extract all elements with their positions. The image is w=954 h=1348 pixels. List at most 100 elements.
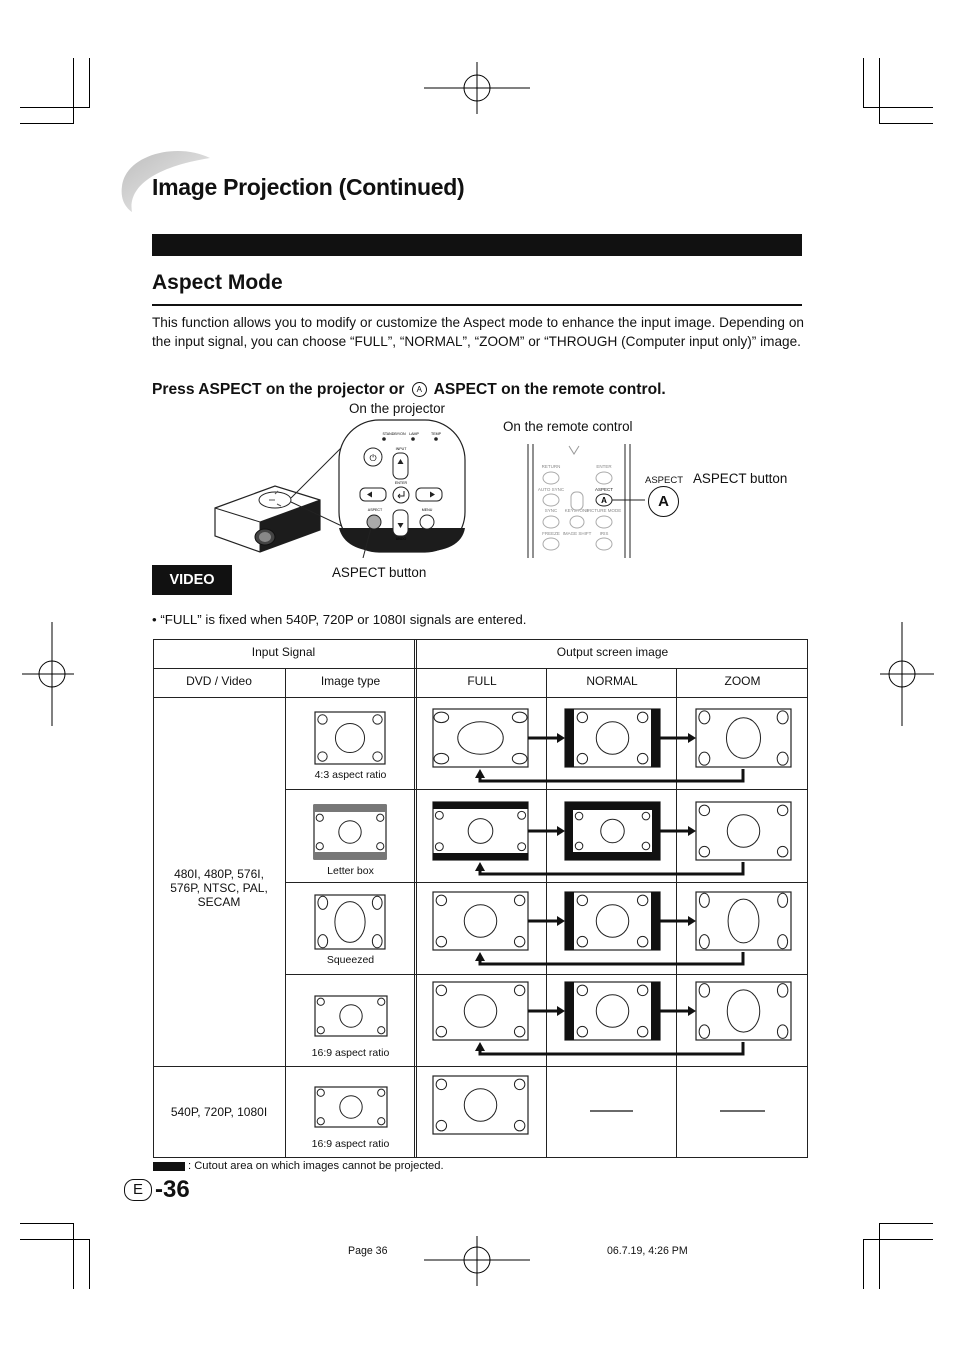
heading-rule — [152, 304, 802, 306]
type-caption: 16:9 aspect ratio — [311, 1047, 390, 1059]
corner-circle — [315, 842, 324, 851]
lamp-label: LAMP — [409, 432, 419, 436]
screen-frame — [432, 891, 529, 951]
aspect-diagrams — [313, 708, 792, 1135]
corner-circle — [513, 984, 526, 997]
corner-circle — [435, 1025, 448, 1038]
corner-circle — [317, 934, 329, 949]
screen-frame — [564, 891, 661, 951]
arrow-head — [557, 916, 565, 926]
table-grid — [153, 639, 808, 1158]
test-circle — [334, 722, 366, 754]
remote-imageshift-label: IMAGE SHIFT — [563, 531, 592, 536]
cutout-bar — [565, 709, 574, 767]
screen-frame — [695, 708, 792, 768]
corner-circle — [777, 892, 789, 908]
screen-frame — [695, 981, 792, 1041]
test-circle — [334, 901, 366, 943]
corner-circle — [435, 935, 448, 948]
cutout-bar — [652, 802, 660, 860]
corner-circle — [776, 845, 789, 858]
corner-circle — [576, 1025, 589, 1038]
corner-circle — [641, 811, 651, 821]
type-caption: Squeezed — [326, 954, 375, 966]
corner-circle — [433, 711, 450, 724]
corner-circle — [576, 711, 589, 724]
signal-group-hd: 540P, 720P, 1080I — [170, 1105, 268, 1119]
undo-label: UNDO — [396, 537, 407, 541]
legend: : Cutout area on which images cannot be … — [153, 1160, 444, 1172]
crop-mark — [863, 107, 933, 108]
remote-aspect-caption: ASPECT — [645, 475, 684, 486]
corner-circle — [636, 894, 649, 907]
corner-circle — [376, 842, 385, 851]
corner-circle — [636, 711, 649, 724]
remote-autosync-label: AUTO SYNC — [538, 487, 565, 492]
registration-mark-right — [880, 622, 934, 726]
cutout-bar — [314, 805, 386, 812]
corner-circle — [698, 1024, 711, 1039]
type-caption: Letter box — [327, 865, 374, 877]
on-projector-label: On the projector — [349, 401, 446, 416]
projector-illustration: ⏻ STANDBY/ON LAMP TEMP INPUT ENTER UNDO … — [214, 419, 466, 558]
crop-mark — [20, 107, 90, 108]
screen-frame — [314, 1086, 388, 1128]
test-circle — [600, 818, 625, 844]
instruction-prefix: Press ASPECT on the projector or — [152, 381, 405, 398]
corner-circle — [511, 752, 528, 765]
corner-circle — [641, 841, 651, 851]
corner-circle — [316, 1026, 325, 1035]
arrow-head — [557, 826, 565, 836]
section-bar — [152, 234, 802, 256]
crop-mark — [879, 58, 880, 124]
corner-circle — [317, 751, 328, 762]
corner-circle — [576, 752, 589, 765]
corner-circle — [377, 1117, 386, 1126]
menu-label: MENU — [422, 508, 433, 512]
signal-line: 480I, 480P, 576I, — [174, 867, 264, 881]
return-arrow-line — [478, 769, 745, 783]
cutout-bar — [565, 982, 574, 1040]
corner-circle — [517, 842, 527, 852]
remote-freeze-label: FREEZE — [542, 531, 560, 536]
remote-a-badge-icon: A — [411, 382, 427, 398]
corner-circle — [574, 841, 584, 851]
corner-circle — [435, 984, 448, 997]
corner-circle — [776, 804, 789, 817]
corner-circle — [776, 983, 789, 998]
test-circle — [727, 898, 760, 944]
crop-mark — [879, 1223, 880, 1289]
cutout-bar — [565, 892, 574, 950]
corner-circle — [317, 714, 328, 725]
screen-frame — [564, 708, 661, 768]
return-arrow-line — [478, 862, 745, 876]
aspect-table: Input Signal Output screen image DVD / V… — [153, 639, 808, 1158]
return-arrow-line — [478, 952, 745, 966]
signal-line: SECAM — [197, 895, 241, 909]
screen-frame — [695, 801, 792, 861]
corner-circle — [316, 1117, 325, 1126]
screen-frame — [432, 801, 529, 861]
corner-circle — [435, 1119, 448, 1132]
corner-circle — [636, 752, 649, 765]
corner-circle — [636, 1025, 649, 1038]
corner-circle — [698, 804, 711, 817]
corner-circle — [698, 710, 711, 725]
return-arrow-head — [475, 862, 485, 871]
enter-label: ENTER — [395, 481, 408, 485]
registration-mark-left — [22, 622, 74, 726]
corner-circle — [376, 813, 385, 822]
projector-aspect-button-label: ASPECT button — [332, 565, 427, 580]
type-caption: 16:9 aspect ratio — [311, 1138, 390, 1150]
corner-circle — [636, 935, 649, 948]
test-circle — [463, 994, 498, 1028]
return-arrow-head — [475, 1042, 485, 1051]
remote-iris-label: IRIS — [600, 531, 609, 536]
corner-circle — [513, 1078, 526, 1091]
page-title: Image Projection (Continued) — [152, 174, 465, 200]
cutout-bar — [651, 982, 660, 1040]
col-dvd-video: DVD / Video — [186, 674, 252, 688]
cutout-bar — [433, 853, 528, 860]
corner-circle — [698, 845, 711, 858]
crop-mark — [20, 1239, 90, 1240]
